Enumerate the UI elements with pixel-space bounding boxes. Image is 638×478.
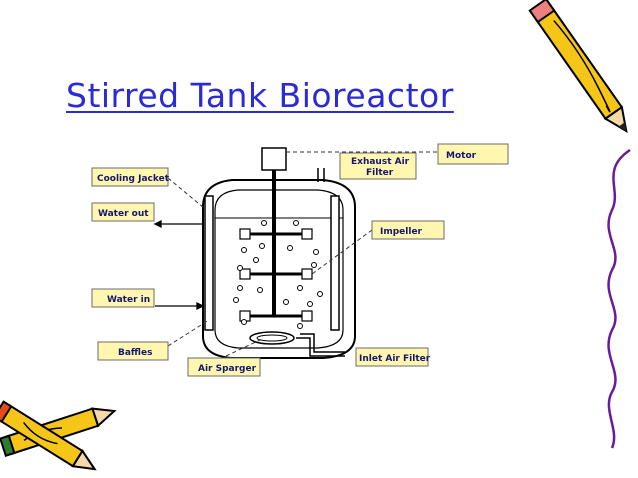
- crayon-icon: [0, 400, 97, 471]
- air-sparger-inner: [256, 334, 288, 342]
- label-water-out: Water out: [91, 202, 155, 222]
- label-baffles-text: Baffles: [118, 348, 152, 358]
- baffle-left: [204, 195, 214, 331]
- label-inlet-air-filter: Inlet Air Filter: [355, 347, 431, 367]
- motor-box: [261, 147, 287, 171]
- tank-vessel: [202, 179, 356, 359]
- label-impeller: Impeller: [371, 220, 445, 240]
- air-sparger-ring: [249, 331, 295, 345]
- label-water-in: Water in: [91, 288, 155, 308]
- label-inlet-air-filter-text: Inlet Air Filter: [359, 354, 431, 364]
- label-exhaust-air-filter-text-2: Filter: [366, 168, 394, 178]
- inlet-air-pipe: [296, 337, 345, 357]
- baffle-right: [330, 195, 340, 331]
- impeller: [239, 228, 313, 322]
- label-water-in-text: Water in: [107, 295, 150, 305]
- label-air-sparger: Air Sparger: [187, 357, 261, 377]
- label-baffles: Baffles: [97, 341, 169, 361]
- inlet-air-pipe-outer: [300, 333, 345, 353]
- water-in-arrow: [155, 301, 205, 311]
- label-motor-text: Motor: [446, 151, 477, 161]
- pencil-icon: [528, 0, 628, 133]
- label-impeller-text: Impeller: [380, 227, 423, 237]
- label-air-sparger-text: Air Sparger: [198, 364, 257, 374]
- label-cooling-jacket: Cooling Jacket: [91, 167, 170, 187]
- exhaust-pipe: [317, 168, 325, 182]
- swirl-border: [607, 148, 631, 449]
- slide-title: Stirred Tank Bioreactor: [66, 76, 454, 115]
- label-exhaust-air-filter-text-1: Exhaust Air: [351, 157, 410, 167]
- label-exhaust-air-filter: Exhaust Air Filter: [339, 152, 417, 180]
- label-cooling-jacket-text: Cooling Jacket: [97, 174, 170, 184]
- air-bubbles: [233, 220, 323, 329]
- label-water-out-text: Water out: [98, 209, 149, 219]
- label-motor: Motor: [437, 143, 509, 165]
- leader-lines: [167, 151, 438, 357]
- water-out-arrow: [153, 219, 203, 229]
